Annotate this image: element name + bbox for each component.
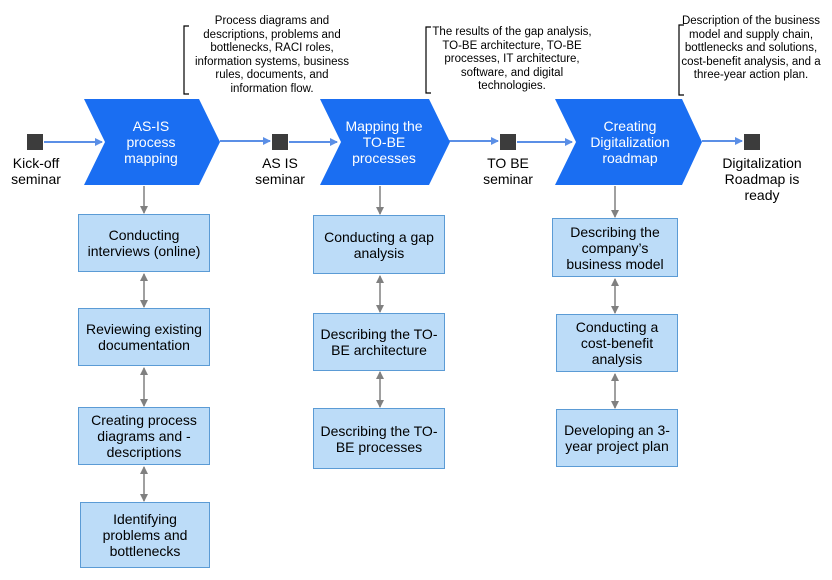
phase-annotation-3: Description of the business model and su… [681, 15, 821, 81]
step-box-gap-analysis: Conducting a gap analysis [313, 215, 445, 274]
annotation-bracket-1 [183, 25, 189, 95]
phase-annotation-2: The results of the gap analysis, TO-BE a… [432, 26, 592, 92]
annotation-bracket-2 [425, 26, 431, 94]
step-box-project-plan: Developing an 3-year project plan [556, 409, 678, 467]
milestone-label-roadmap: Digitalization Roadmap is ready [722, 155, 802, 203]
phase-chevron-2 [320, 99, 450, 185]
step-box-tobe-architecture: Describing the TO-BE architecture [313, 313, 445, 371]
step-box-interviews: Conducting interviews (online) [78, 214, 210, 272]
milestone-label-kickoff: Kick-off seminar [11, 155, 61, 187]
step-box-tobe-processes: Describing the TO-BE processes [313, 408, 445, 469]
step-box-cost-benefit: Conducting a cost-benefit analysis [556, 314, 678, 372]
milestone-label-tobe: TO BE seminar [483, 155, 533, 187]
step-box-creating-diagrams: Creating process diagrams and - descript… [78, 407, 210, 465]
milestone-marker-roadmap [744, 134, 760, 150]
phase-chevron-1 [84, 99, 220, 185]
phase-title-2: Mapping the TO-BE processes [345, 118, 423, 166]
phase-title-1: AS-IS process mapping [124, 118, 178, 166]
step-box-reviewing-docs: Reviewing existing documentation [78, 308, 210, 366]
milestone-marker-tobe [500, 134, 516, 150]
phase-title-3: Creating Digitalization roadmap [590, 118, 670, 166]
step-box-business-model: Describing the company’s business model [552, 218, 678, 277]
milestone-label-asis: AS IS seminar [255, 155, 305, 187]
step-box-identifying-problems: Identifying problems and bottlenecks [80, 502, 210, 568]
phase-annotation-1: Process diagrams and descriptions, probl… [194, 15, 350, 95]
annotation-bracket-3 [678, 24, 684, 96]
phase-chevron-3 [555, 99, 702, 185]
milestone-marker-kickoff [27, 134, 43, 150]
milestone-marker-asis [272, 134, 288, 150]
